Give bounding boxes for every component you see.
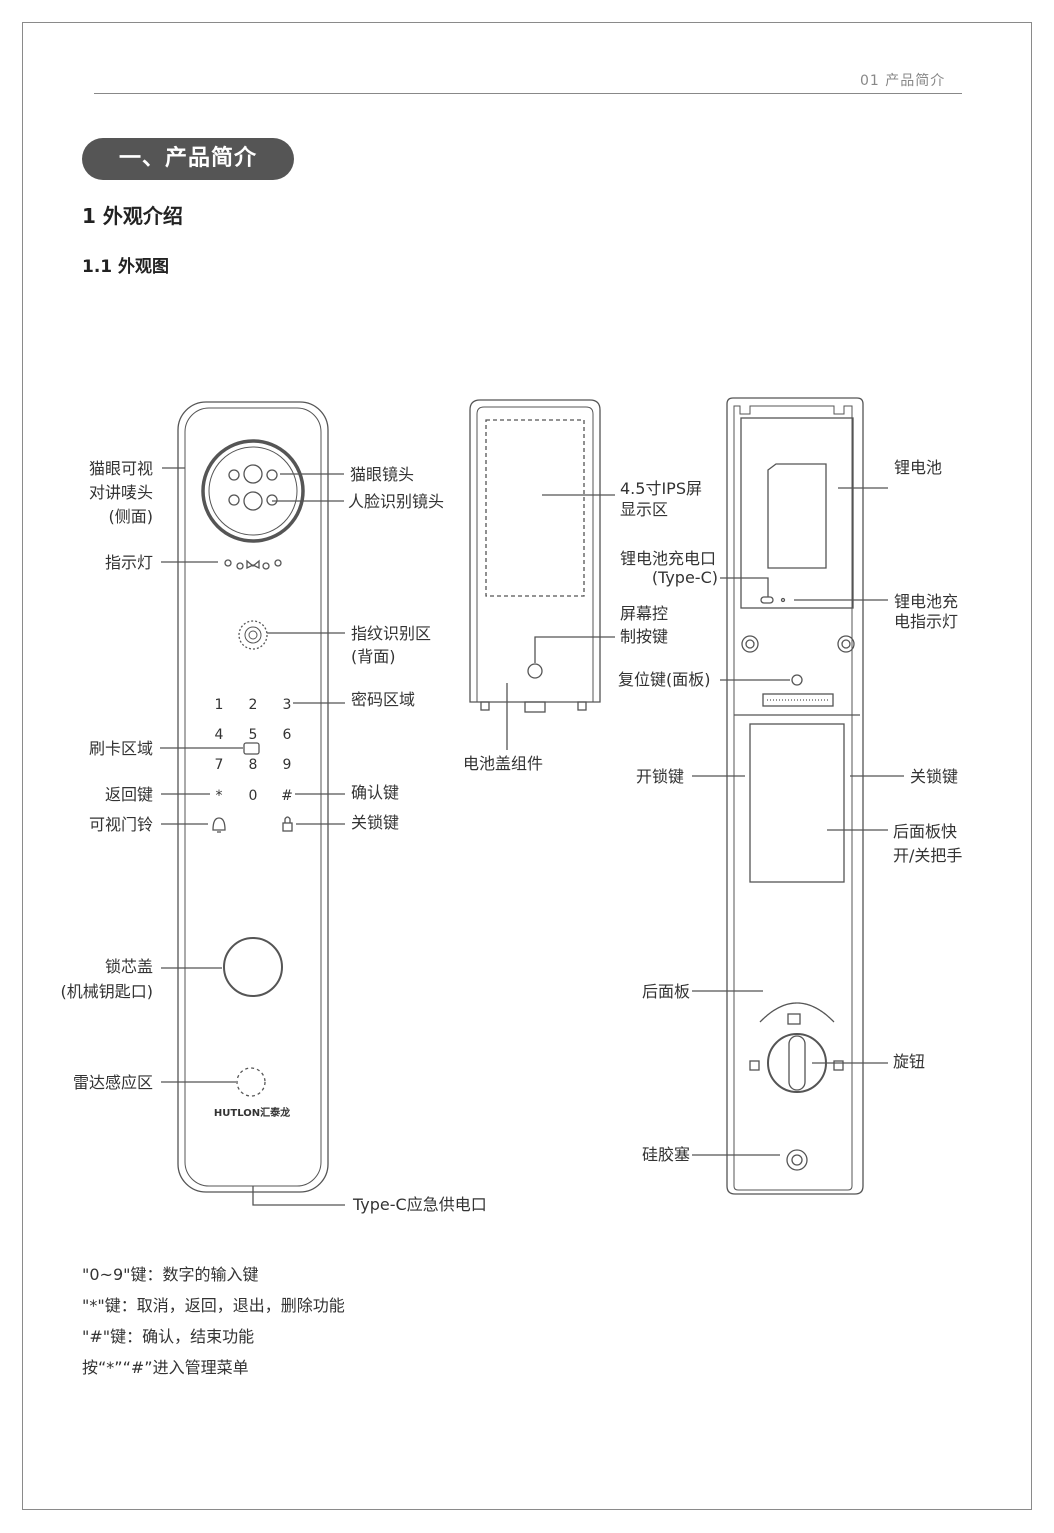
connector xyxy=(762,693,834,707)
label-lock-key-front: 关锁键 xyxy=(351,813,399,832)
label-face-lens: 人脸识别镜头 xyxy=(348,492,444,511)
label-back-panel: 后面板 xyxy=(642,982,690,1001)
note-digits: "0~9"键：数字的输入键 xyxy=(82,1265,259,1284)
label-typec-emergency: Type-C应急供电口 xyxy=(352,1195,487,1214)
bell-icon xyxy=(212,817,226,833)
label-lock-cover-2: (机械钥匙口) xyxy=(61,982,154,1001)
label-doorbell: 可视门铃 xyxy=(89,815,153,834)
lock-icon-left xyxy=(749,1060,760,1071)
label-lithium-battery: 锂电池 xyxy=(894,458,942,477)
page-border xyxy=(22,22,1032,1510)
battery-cover-assembly xyxy=(469,399,601,713)
label-card-area: 刷卡区域 xyxy=(89,739,153,758)
charge-port xyxy=(760,596,774,604)
front-panel xyxy=(177,401,329,1198)
key-star: * xyxy=(216,788,223,804)
brand-logo: HUTLON汇泰龙 xyxy=(214,1106,290,1119)
label-quick-handle-1: 后面板快 xyxy=(893,822,957,841)
key-4: 4 xyxy=(215,727,224,743)
key-5: 5 xyxy=(249,727,258,743)
label-charge-port-1: 锂电池充电口 xyxy=(620,549,716,568)
label-charge-port-2: (Type-C) xyxy=(652,568,718,587)
label-lock-cover-1: 锁芯盖 xyxy=(105,957,153,976)
note-star: "*"键：取消，返回，退出，删除功能 xyxy=(82,1296,345,1315)
label-screen-control-1: 屏幕控 xyxy=(620,604,668,623)
label-unlock-key: 开锁键 xyxy=(636,767,684,786)
key-notes: "0~9"键：数字的输入键 "*"键：取消，返回，退出，删除功能 "#"键：确认… xyxy=(82,1262,345,1386)
note-menu: 按“*”“#”进入管理菜单 xyxy=(82,1358,249,1377)
label-reset-key: 复位键(面板) xyxy=(618,670,711,689)
key-8: 8 xyxy=(249,757,258,773)
silicone-plug xyxy=(786,1149,808,1171)
header-rule xyxy=(94,93,962,94)
label-screen-2: 显示区 xyxy=(620,500,668,519)
note-hash: "#"键：确认，结束功能 xyxy=(82,1327,255,1346)
indicator-icons xyxy=(224,559,282,570)
label-peephole-intercom-1: 猫眼可视 xyxy=(89,459,153,478)
page-header: 01 产品简介 xyxy=(860,73,946,89)
key-hash: # xyxy=(281,788,293,804)
key-6: 6 xyxy=(283,727,292,743)
lock-icon xyxy=(282,822,293,832)
camera-module xyxy=(201,439,305,543)
screen-area xyxy=(485,419,585,597)
key-7: 7 xyxy=(215,757,224,773)
label-indicator: 指示灯 xyxy=(105,553,153,572)
fingerprint-icon xyxy=(238,620,268,650)
radar-zone xyxy=(236,1067,266,1097)
screen-control-button xyxy=(527,663,543,679)
heading-appearance-diagram: 1.1 外观图 xyxy=(82,257,170,277)
label-password-area: 密码区域 xyxy=(351,690,415,709)
back-panel xyxy=(726,397,864,1195)
label-peephole-intercom-3: (侧面) xyxy=(109,507,154,526)
lithium-battery xyxy=(767,463,827,569)
lock-icon-right xyxy=(833,1060,844,1071)
heading-appearance: 1 外观介绍 xyxy=(82,204,183,228)
label-battery-cover: 电池盖组件 xyxy=(463,754,543,773)
quick-release-handle xyxy=(749,723,845,883)
key-9: 9 xyxy=(283,757,292,773)
section-title-pill: 一、产品简介 xyxy=(82,138,294,180)
label-quick-handle-2: 开/关把手 xyxy=(893,846,962,865)
key-3: 3 xyxy=(283,697,292,713)
label-fingerprint-2: (背面) xyxy=(351,647,396,666)
label-silicone-plug: 硅胶塞 xyxy=(642,1145,690,1164)
unlock-icon xyxy=(787,1013,801,1025)
reset-button xyxy=(791,674,803,686)
label-confirm-key: 确认键 xyxy=(351,783,399,802)
label-screen-1: 4.5寸IPS屏 xyxy=(620,479,702,498)
label-back-key: 返回键 xyxy=(105,785,153,804)
label-fingerprint-1: 指纹识别区 xyxy=(351,624,431,643)
label-peephole-intercom-2: 对讲唛头 xyxy=(89,483,153,502)
battery-compartment xyxy=(740,417,854,609)
label-charge-indicator-1: 锂电池充 xyxy=(894,592,958,611)
lock-cylinder-cover xyxy=(223,937,283,997)
key-2: 2 xyxy=(249,697,258,713)
key-1: 1 xyxy=(215,697,224,713)
label-lock-key-back: 关锁键 xyxy=(910,767,958,786)
label-screen-control-2: 制按键 xyxy=(620,627,668,646)
label-peephole-lens: 猫眼镜头 xyxy=(350,465,414,484)
label-radar: 雷达感应区 xyxy=(73,1073,153,1092)
label-knob: 旋钮 xyxy=(893,1052,925,1071)
card-reader-icon xyxy=(243,742,260,755)
label-charge-indicator-2: 电指示灯 xyxy=(894,612,958,631)
key-0: 0 xyxy=(249,788,258,804)
